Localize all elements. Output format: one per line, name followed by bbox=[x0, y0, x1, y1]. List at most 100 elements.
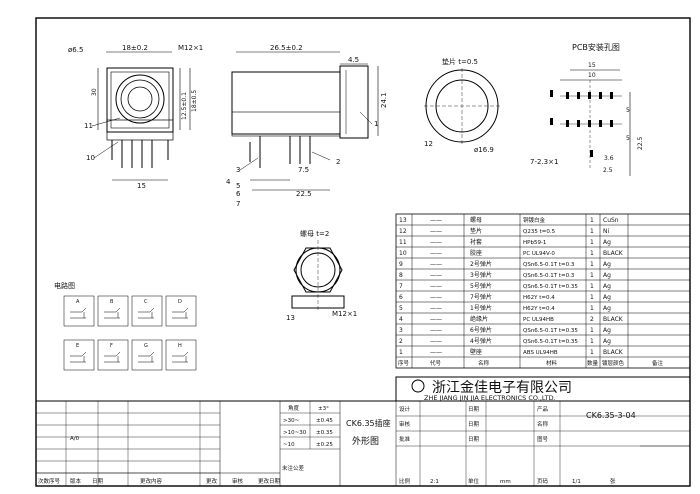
front-label-11: 11 bbox=[84, 122, 93, 130]
general-tolerance-label: 未注公差 bbox=[282, 464, 305, 472]
bom-cell-material: H62Y t=0.4 bbox=[523, 306, 555, 312]
bom-cell-name: 4号弹片 bbox=[470, 337, 492, 345]
bottom-row-cell: 1/1 bbox=[572, 479, 581, 485]
bom-cell-plating: Ag bbox=[603, 338, 611, 345]
tolerance-range: >10~30 bbox=[283, 430, 307, 436]
bottom-row-cell: 比例 bbox=[399, 477, 411, 485]
bom-cell-plating: BLACK bbox=[603, 250, 624, 257]
bom-cell-material: 铜镀白金 bbox=[523, 216, 546, 224]
bottom-row-cell: 单位 bbox=[468, 477, 480, 485]
circuit-title: 电路图 bbox=[54, 281, 75, 290]
bom-cell-name: 衬套 bbox=[470, 238, 482, 246]
revision-header: 审核 bbox=[232, 477, 244, 485]
revision-header: 日期 bbox=[92, 478, 104, 485]
circuit-letter-d: D bbox=[178, 299, 182, 305]
circuit-letter-c: C bbox=[144, 299, 148, 305]
bottom-row-cell: 张 bbox=[610, 477, 616, 485]
bom-header-no: 序号 bbox=[398, 359, 410, 367]
revision-header: 次数序号 bbox=[38, 477, 61, 485]
tolerance-header: 角度 bbox=[288, 404, 300, 412]
washer-view: 垫片 t=0.5 12 ø16.9 bbox=[424, 57, 500, 154]
revision-header: 版本 bbox=[70, 477, 82, 485]
bottom-row-cell: 页码 bbox=[537, 477, 549, 485]
bottom-row-cell: 2:1 bbox=[430, 479, 439, 485]
bom-cell-name: 3号弹片 bbox=[470, 271, 492, 279]
circuit-diagram: 电路图 A B C D E F G H bbox=[54, 281, 197, 371]
bom-cell-material: HPb59-1 bbox=[523, 240, 546, 246]
bom-cell-material: QSn6.5-0.1T t=0.3 bbox=[523, 273, 575, 279]
pcb-dim-22: 22.5 bbox=[637, 136, 644, 150]
sign-row-label: 批准 bbox=[399, 435, 411, 443]
bom-cell-qty: 1 bbox=[590, 338, 594, 345]
bom-cell-plating: Ag bbox=[603, 327, 611, 334]
bottom-row-cell: mm bbox=[500, 479, 511, 485]
circuit-letter-h: H bbox=[178, 343, 182, 349]
bom-cell-code: —— bbox=[430, 294, 442, 301]
drawing-number: CK6.35-3-04 bbox=[586, 411, 636, 420]
bom-cell-code: —— bbox=[430, 349, 442, 356]
bom-header-remark: 备注 bbox=[652, 359, 664, 367]
front-dim-18-6: 18±0.5 bbox=[191, 90, 198, 112]
company-name-en: ZHE JIANG JIN JIA ELECTRONICS CO.,LTD. bbox=[424, 394, 556, 402]
front-dim-12: 12.5±0.1 bbox=[181, 92, 188, 120]
nut-label-13: 13 bbox=[286, 314, 295, 322]
front-dim-m12: M12×1 bbox=[178, 44, 203, 52]
bom-header-qty: 数量 bbox=[587, 359, 599, 367]
pcb-dim-25: 2.5 bbox=[603, 167, 613, 174]
bom-cell-code: —— bbox=[430, 217, 442, 224]
bom-cell-code: —— bbox=[430, 228, 442, 235]
bom-cell-plating: Ag bbox=[603, 261, 611, 268]
tolerance-value: ±0.25 bbox=[316, 442, 333, 448]
date-row-label: 日期 bbox=[468, 406, 480, 413]
circuit-letter-g: G bbox=[144, 343, 148, 349]
bom-cell-code: —— bbox=[430, 327, 442, 334]
side-dim-265: 26.5±0.2 bbox=[270, 44, 303, 52]
circuit-letter-b: B bbox=[110, 299, 114, 305]
bom-cell-name: 垫片 bbox=[470, 227, 482, 235]
side-label-6: 6 bbox=[236, 190, 241, 198]
sign-row-label: 审核 bbox=[399, 420, 411, 428]
nut-dim-m: M12×1 bbox=[332, 310, 357, 318]
bom-cell-no: 3 bbox=[399, 327, 403, 334]
washer-label: 垫片 t=0.5 bbox=[442, 57, 478, 66]
bom-cell-no: 4 bbox=[399, 316, 403, 323]
bom-cell-material: PC UL94HB bbox=[523, 317, 554, 323]
front-label-10: 10 bbox=[86, 154, 95, 162]
bom-cell-material: QSn6.5-0.1T t=0.35 bbox=[523, 284, 578, 290]
bom-cell-code: —— bbox=[430, 272, 442, 279]
bom-cell-plating: Ag bbox=[603, 305, 611, 312]
side-label-4: 4 bbox=[226, 178, 231, 186]
bom-cell-no: 8 bbox=[399, 272, 403, 279]
side-label-3: 3 bbox=[236, 166, 240, 174]
bom-cell-qty: 2 bbox=[590, 316, 594, 323]
washer-dim-d: ø16.9 bbox=[474, 146, 494, 154]
bom-cell-material: QSn6.5-0.1T t=0.35 bbox=[523, 339, 578, 345]
pcb-layout: PCB安装孔图 15 10 22.5 5 5 3.6 2.5 7-2.3×1 bbox=[530, 42, 644, 176]
bom-cell-qty: 1 bbox=[590, 228, 594, 235]
bom-cell-no: 13 bbox=[399, 217, 407, 224]
bom-header-plating: 镀层颜色 bbox=[602, 359, 625, 367]
pcb-dim-36: 3.6 bbox=[604, 155, 614, 162]
revision-version: A/0 bbox=[70, 436, 80, 442]
bom-cell-plating: Ag bbox=[603, 283, 611, 290]
bom-cell-code: —— bbox=[430, 338, 442, 345]
bom-cell-qty: 1 bbox=[590, 349, 594, 356]
side-label-5: 5 bbox=[236, 182, 240, 190]
revision-header: 更改 bbox=[206, 477, 218, 485]
front-dim-d65: ø6.5 bbox=[68, 46, 83, 54]
pcb-holes-label: 7-2.3×1 bbox=[530, 158, 558, 166]
nut-view: 螺母 t=2 M12×1 13 bbox=[286, 229, 357, 322]
side-dim-45: 4.5 bbox=[348, 56, 359, 64]
front-view: ø6.5 18±0.2 M12×1 18±0.5 12.5±0.1 30 11 … bbox=[68, 44, 203, 190]
info-row-label: 产品 bbox=[537, 405, 549, 413]
company-name-cn: 浙江金佳电子有限公司 bbox=[432, 380, 572, 396]
bom-cell-no: 7 bbox=[399, 283, 403, 290]
sign-row-label: 设计 bbox=[399, 405, 411, 413]
bom-cell-qty: 1 bbox=[590, 272, 594, 279]
company-block: 浙江金佳电子有限公司 ZHE JIANG JIN JIA ELECTRONICS… bbox=[395, 376, 691, 402]
bom-cell-code: —— bbox=[430, 283, 442, 290]
bom-cell-name: 壁座 bbox=[470, 348, 482, 356]
bom-cell-no: 11 bbox=[399, 239, 407, 246]
